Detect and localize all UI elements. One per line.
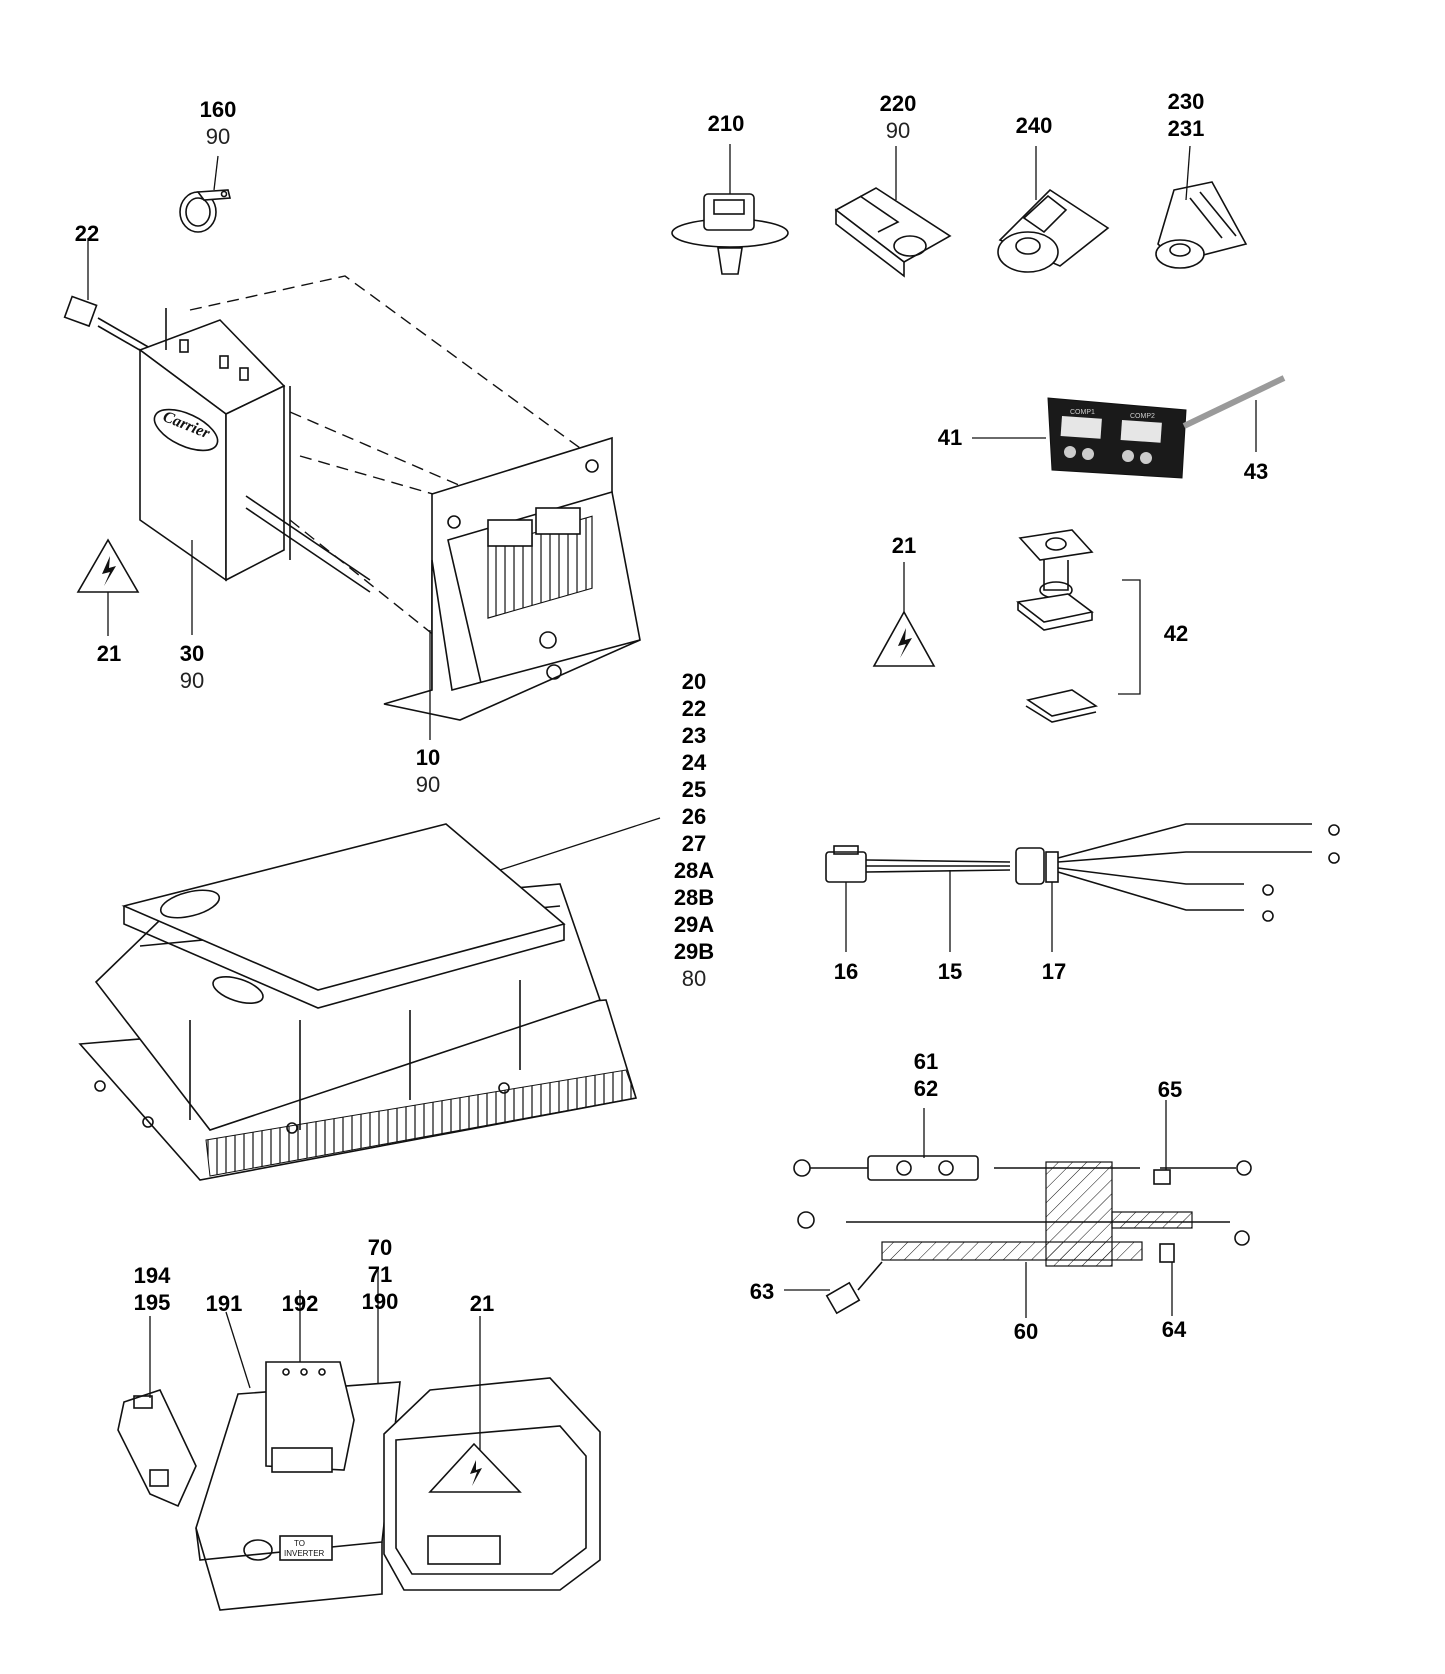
callout-28b: 28B [673,885,715,910]
callout-30-bold: 30 [179,641,205,666]
bracket-mount-part-230-231 [1155,145,1248,269]
callout-21-bottom: 21 [470,1290,494,1317]
callout-29a: 29A [673,912,715,937]
box-label-line2: INVERTER [284,1549,325,1558]
callout-25: 25 [681,777,707,802]
callout-21-mid: 21 [892,532,916,559]
cable-tie-base-part-220 [834,146,952,278]
callout-42-bold: 42 [1163,621,1189,646]
callout-20: 20 [681,669,707,694]
callout-42: 42 [1164,620,1188,647]
callout-21-left: 21 [97,640,121,667]
hose-clamp-part-160 [179,155,232,233]
box-label-line1: TO [294,1539,305,1548]
callout-220: 220 90 [880,90,917,144]
callout-21-left-bold: 21 [96,641,122,666]
callout-220-bold: 220 [879,91,917,116]
callout-23: 23 [681,723,707,748]
callout-65: 65 [1158,1076,1182,1103]
callout-22-bold: 22 [74,221,100,246]
callout-61: 61 [913,1049,939,1074]
callout-70: 70 [367,1235,393,1260]
callout-230: 230 [1167,89,1205,114]
screw-mount-part-240 [997,146,1110,273]
callout-16: 16 [834,958,858,985]
callout-210-bold: 210 [707,111,745,136]
callout-230-231: 230 231 [1168,88,1205,142]
callout-10-light: 90 [415,772,441,797]
callout-22: 22 [75,220,99,247]
callout-240-bold: 240 [1015,113,1053,138]
callout-191: 191 [206,1290,243,1317]
callout-220-light: 90 [885,118,911,143]
callout-16-bold: 16 [833,959,859,984]
callout-191-bold: 191 [205,1291,243,1316]
callout-65-bold: 65 [1157,1077,1183,1102]
callout-160: 160 90 [200,96,237,150]
callout-43-bold: 43 [1243,459,1269,484]
callout-60-bold: 60 [1013,1319,1039,1344]
callout-71: 71 [367,1262,393,1287]
callout-231: 231 [1167,116,1205,141]
callout-17-bold: 17 [1041,959,1067,984]
callout-60: 60 [1014,1318,1038,1345]
cable-connector-part-22 [63,238,151,357]
junction-box-part-190: TO INVERTER [195,1268,401,1611]
callout-21-bottom-bold: 21 [469,1291,495,1316]
callout-61-62: 61 62 [914,1048,938,1102]
callout-160-light: 90 [205,124,231,149]
callout-80: 80 [681,966,707,991]
callout-190: 190 [361,1289,399,1314]
callout-195: 195 [133,1290,171,1315]
callout-27: 27 [681,831,707,856]
display-cable-part-43 [1182,375,1286,452]
main-inverter-assembly [78,817,661,1181]
display-comp2-text: COMP2 [1130,413,1155,420]
callout-43: 43 [1244,458,1268,485]
callout-64-bold: 64 [1161,1317,1187,1342]
callout-17: 17 [1042,958,1066,985]
callout-63-bold: 63 [749,1279,775,1304]
callout-22-stack: 22 [681,696,707,721]
callout-62: 62 [913,1076,939,1101]
callout-240: 240 [1016,112,1053,139]
display-comp1-text: COMP1 [1070,409,1095,416]
callout-192-bold: 192 [281,1291,319,1316]
callout-70-71-190: 70 71 190 [362,1234,399,1315]
callout-29b: 29B [673,939,715,964]
push-mount-tie-part-210 [671,144,789,275]
callout-192: 192 [282,1290,319,1317]
junction-box-cover-part-21 [383,1316,601,1591]
callout-194: 194 [133,1263,171,1288]
sensor-mount-part-42 [1016,529,1141,723]
wire-harness-part-15 [825,823,1340,952]
callout-30-light: 90 [179,668,205,693]
callout-15: 15 [938,958,962,985]
callout-160-bold: 160 [199,97,237,122]
callout-63: 63 [750,1278,774,1305]
fuse-holder-part-194-195 [117,1316,197,1508]
callout-64: 64 [1162,1316,1186,1343]
callout-26: 26 [681,804,707,829]
dashed-projection-lines [189,275,581,641]
callout-inverter-stack: 20 22 23 24 25 26 27 28A 28B 29A 29B 80 [674,668,714,992]
high-voltage-warning-label-21 [76,538,140,636]
high-voltage-warning-label-21-mid [872,562,936,667]
callout-30: 30 90 [180,640,204,694]
callout-24: 24 [681,750,707,775]
callout-28a: 28A [673,858,715,883]
callout-194-195: 194 195 [134,1262,171,1316]
carrier-control-box-part-30 [138,308,371,635]
inverter-bracket-part-10 [383,436,641,740]
callout-210: 210 [708,110,745,137]
callout-10: 10 90 [416,744,440,798]
callout-10-bold: 10 [415,745,441,770]
callout-41: 41 [938,424,962,451]
callout-15-bold: 15 [937,959,963,984]
callout-21-mid-bold: 21 [891,533,917,558]
wire-harness-part-60 [784,1100,1252,1318]
callout-41-bold: 41 [937,425,963,450]
display-control-panel-part-41: COMP1 COMP2 [972,397,1187,479]
